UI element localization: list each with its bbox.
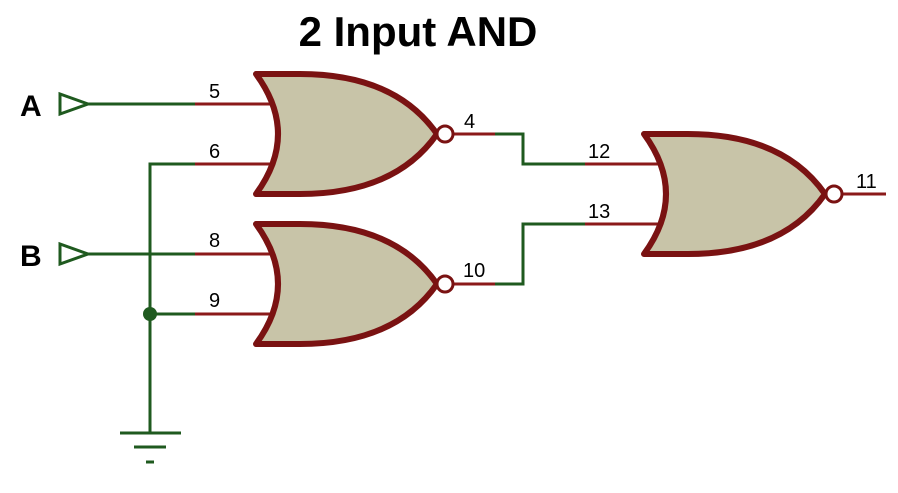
input-terminal-b[interactable] [58, 241, 93, 267]
inversion-bubble-1 [435, 124, 455, 144]
diagram-title: 2 Input AND [299, 8, 538, 55]
wire-ground-bus[interactable] [148, 162, 195, 433]
ground-icon [120, 431, 181, 464]
pin-label-g3-in1: 12 [588, 141, 610, 163]
pin-label-g2-in2: 9 [209, 290, 220, 312]
inversion-bubble-3 [824, 184, 844, 204]
pin-label-g1-in2: 6 [209, 141, 220, 163]
pin-label-g1-in1: 5 [209, 81, 220, 103]
nor-gate-1[interactable] [253, 71, 455, 197]
nor-gate-3[interactable] [641, 131, 844, 257]
wire-gate2-out[interactable] [495, 222, 585, 286]
wires [88, 102, 585, 433]
pin-label-g3-in2: 13 [588, 201, 610, 223]
pin-label-g2-in1: 8 [209, 230, 220, 252]
wire-gate1-out[interactable] [495, 132, 585, 166]
pin-label-g1-out: 4 [464, 111, 475, 133]
pin-lines [195, 102, 886, 316]
input-label-a: A [20, 90, 42, 123]
pin-label-g2-out: 10 [463, 260, 485, 282]
nor-gate-2[interactable] [253, 221, 455, 347]
input-terminal-a[interactable] [58, 91, 93, 117]
input-label-b: B [20, 240, 42, 273]
pin-label-g3-out: 11 [856, 171, 877, 193]
junction-dot [143, 307, 157, 321]
inversion-bubble-2 [435, 274, 455, 294]
